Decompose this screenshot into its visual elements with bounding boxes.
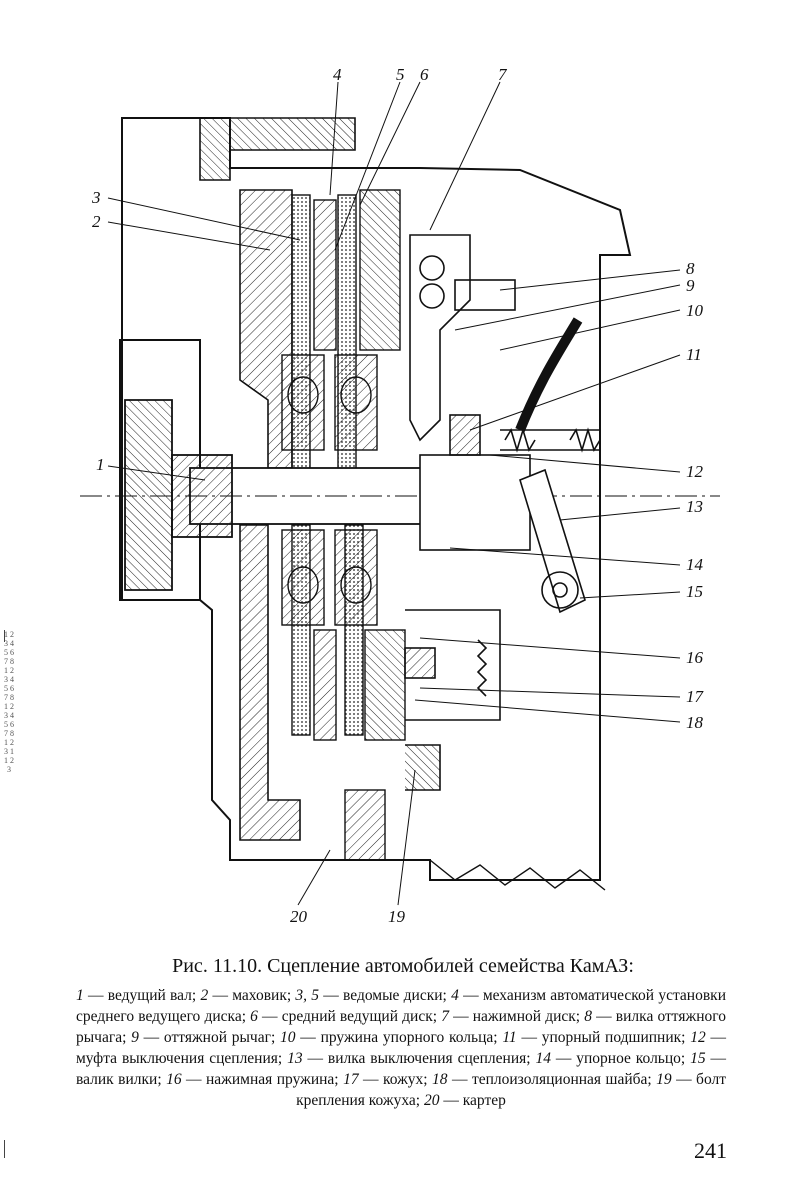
clutch-cover <box>404 609 501 791</box>
legend-text: — пружина упорного кольца; <box>295 1029 503 1046</box>
legend-entry: 19 — болт крепления кожуха; <box>296 1071 726 1109</box>
release-lever <box>409 234 516 442</box>
callout-10: 10 <box>686 301 704 320</box>
callout-5: 5 <box>396 65 405 84</box>
legend-entry: 6 — средний ведущий диск; <box>250 1008 441 1025</box>
legend-entry: 2 — маховик; <box>200 987 295 1004</box>
callout-15: 15 <box>686 582 703 601</box>
release-mechanism <box>419 317 601 614</box>
legend-number: 8 <box>584 1008 593 1025</box>
callout-3: 3 <box>91 188 101 207</box>
legend-text: — оттяжной рычаг; <box>138 1029 281 1046</box>
flywheel-rim <box>199 117 356 181</box>
legend-number: 12 <box>690 1029 706 1046</box>
callout-8: 8 <box>686 259 695 278</box>
figure-legend: 1 — ведущий вал; 2 — маховик; 3, 5 — вед… <box>76 985 726 1111</box>
legend-text: — маховик; <box>208 987 296 1004</box>
legend-entry: 10 — пружина упорного кольца; <box>280 1029 502 1046</box>
legend-entry: 15 — валик вилки; <box>76 1050 726 1088</box>
legend-number: 4 <box>451 987 459 1004</box>
legend-number: 16 <box>166 1071 182 1088</box>
legend-entry: 8 — вилка оттяжного рычага; <box>76 1008 726 1046</box>
legend-entry: 7 — нажимной диск; <box>441 1008 584 1025</box>
callout-6: 6 <box>420 65 429 84</box>
legend-number: 7 <box>441 1008 449 1025</box>
legend-number: 2 <box>200 987 209 1004</box>
drive-shaft <box>80 399 720 591</box>
legend-text: — ведомые диски; <box>319 987 452 1004</box>
callout-17: 17 <box>686 687 705 706</box>
legend-number: 17 <box>343 1071 359 1088</box>
legend-entry: 4 — механизм автоматической установки ср… <box>76 987 726 1025</box>
legend-number: 6 <box>250 1008 258 1025</box>
callout-7: 7 <box>498 65 508 84</box>
legend-text: — средний ведущий диск; <box>257 1008 442 1025</box>
legend-text: — вилка оттяжного рычага; <box>76 1008 726 1046</box>
callout-16: 16 <box>686 648 704 667</box>
legend-number: 1 <box>76 987 84 1004</box>
drive-discs <box>313 189 406 741</box>
edge-mark <box>4 630 5 642</box>
legend-number: 14 <box>535 1050 551 1067</box>
legend-number: 9 <box>131 1029 139 1046</box>
legend-text: — упорный подшипник; <box>516 1029 691 1046</box>
legend-number: 10 <box>280 1029 296 1046</box>
legend-entry: 3, 5 — ведомые диски; <box>295 987 451 1004</box>
callout-12: 12 <box>686 462 704 481</box>
figure-title: Рис. 11.10. Сцепление автомобилей семейс… <box>172 955 634 977</box>
disc-hubs <box>281 354 378 626</box>
legend-entry: 20 — картер <box>424 1092 506 1109</box>
callout-4: 4 <box>333 65 342 84</box>
legend-text: — валик вилки; <box>76 1050 726 1088</box>
legend-text: — упорное кольцо; <box>550 1050 691 1067</box>
legend-entry: 13 — вилка выключения сцепления; <box>287 1050 535 1067</box>
legend-text: — теплоизоляционная шайба; <box>447 1071 657 1088</box>
legend-number: 3, 5 <box>295 987 320 1004</box>
legend-number: 18 <box>432 1071 448 1088</box>
legend-entry: 17 — кожух; <box>343 1071 432 1088</box>
edge-mark <box>4 1140 5 1158</box>
clutch-cross-section-drawing: 4 5 6 7 3 2 1 8 9 10 11 12 13 14 15 16 1… <box>80 65 720 926</box>
legend-entry: 18 — теплоизоляционная шайба; <box>432 1071 656 1088</box>
callout-19: 19 <box>388 907 406 926</box>
clutch-housing <box>119 117 632 881</box>
callout-20: 20 <box>290 907 308 926</box>
callout-11: 11 <box>686 345 702 364</box>
legend-text: — ведущий вал; <box>83 987 201 1004</box>
callout-1: 1 <box>96 455 105 474</box>
legend-entry: 9 — оттяжной рычаг; <box>131 1029 280 1046</box>
legend-number: 20 <box>423 1092 440 1109</box>
ring-gear-teeth <box>344 789 606 891</box>
legend-text: — нажимная пружина; <box>181 1071 344 1088</box>
legend-number: 15 <box>690 1050 706 1067</box>
legend-entry: 11 — упорный подшипник; <box>502 1029 690 1046</box>
callout-13: 13 <box>686 497 703 516</box>
callout-14: 14 <box>686 555 704 574</box>
legend-text: — вилка выключения сцепления; <box>302 1050 536 1067</box>
legend-entry: 1 — ведущий вал; <box>76 987 200 1004</box>
legend-text: — муфта выключения сцепления; <box>76 1029 726 1067</box>
callout-18: 18 <box>686 713 704 732</box>
legend-text: — механизм автоматической установки сред… <box>76 987 726 1025</box>
legend-text: — картер <box>439 1092 506 1109</box>
page-number: 241 <box>694 1138 727 1163</box>
legend-text: — нажимной диск; <box>448 1008 585 1025</box>
legend-number: 11 <box>502 1029 517 1046</box>
legend-number: 13 <box>287 1050 303 1067</box>
callout-9: 9 <box>686 276 695 295</box>
legend-text: — болт крепления кожуха; <box>296 1071 727 1109</box>
callout-numbers: 4 5 6 7 3 2 1 8 9 10 11 12 13 14 15 16 1… <box>91 65 705 926</box>
legend-text: — кожух; <box>358 1071 433 1088</box>
legend-entry: 12 — муфта выключения сцепления; <box>76 1029 726 1067</box>
callout-2: 2 <box>92 212 101 231</box>
legend-entry: 16 — нажимная пружина; <box>166 1071 343 1088</box>
leader-lines <box>107 81 681 906</box>
legend-number: 19 <box>656 1071 672 1088</box>
margin-ruler-digits: 1 2 3 4 5 6 7 8 1 2 3 4 5 6 7 8 1 2 3 4 … <box>4 630 14 774</box>
legend-entry: 14 — упорное кольцо; <box>535 1050 690 1067</box>
